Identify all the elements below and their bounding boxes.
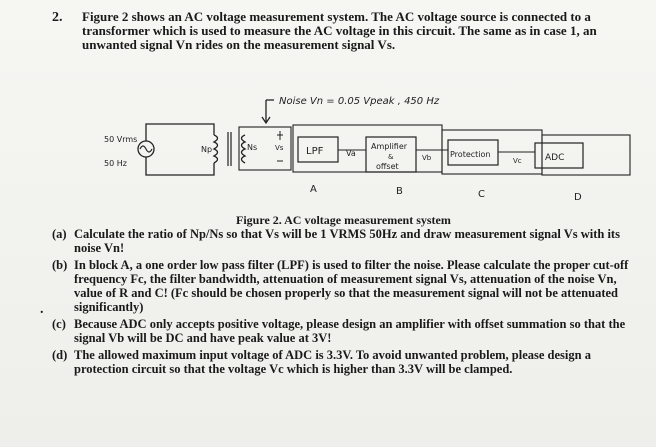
source-voltage: 50 Vrms [104, 135, 137, 144]
ns-label: Ns [247, 143, 257, 152]
noise-arrow [261, 100, 271, 125]
part-a-label: (a) [52, 227, 67, 241]
part-c: (c) Because ADC only accepts positive vo… [52, 317, 637, 345]
part-d: (d) The allowed maximum input voltage of… [52, 348, 637, 376]
bullet-mark: . [40, 302, 44, 317]
part-d-text: The allowed maximum input voltage of ADC… [74, 348, 591, 376]
figure-2-diagram: Noise Vn = 0.05 Vpeak , 450 Hz 50 Vrms 5… [104, 96, 631, 203]
vb-label: Vb [422, 154, 432, 162]
vc-label: Vc [513, 157, 522, 165]
part-b-label: (b) [52, 258, 68, 272]
part-d-label: (d) [52, 348, 68, 362]
va-label: Va [346, 149, 356, 158]
block-c-label: C [478, 189, 485, 200]
adc-label: ADC [545, 153, 564, 163]
part-b: (b) In block A, a one order low pass fil… [52, 258, 637, 314]
part-b-text: In block A, a one order low pass filter … [74, 258, 629, 314]
amp-label-1: Amplifier [371, 142, 408, 151]
intro-line-3: unwanted signal Vn rides on the measurem… [82, 37, 396, 52]
block-a-label: A [310, 184, 317, 195]
intro-line-2: transformer which is used to measure the… [82, 23, 597, 38]
block-b-label: B [396, 186, 403, 197]
question-intro: Figure 2 shows an AC voltage measurement… [82, 10, 637, 52]
part-c-label: (c) [52, 317, 66, 331]
question-number: 2. [52, 10, 63, 25]
amp-label-3: offset [376, 162, 399, 171]
sine-icon [139, 145, 153, 153]
secondary-coil-icon [240, 134, 247, 164]
question-parts: (a) Calculate the ratio of Np/Ns so that… [52, 227, 637, 379]
part-a: (a) Calculate the ratio of Np/Ns so that… [52, 227, 637, 255]
primary-coil-icon [212, 134, 219, 164]
part-c-text: Because ADC only accepts positive voltag… [74, 317, 626, 345]
amp-label-2: & [388, 153, 394, 161]
figure-caption: Figure 2. AC voltage measurement system [236, 213, 451, 227]
noise-note: Noise Vn = 0.05 Vpeak , 450 Hz [279, 96, 440, 107]
block-d-label: D [574, 192, 582, 203]
lpf-label: LPF [306, 146, 324, 157]
part-a-text: Calculate the ratio of Np/Ns so that Vs … [74, 227, 620, 255]
vs-label: Vs [275, 144, 284, 152]
protection-label: Protection [450, 150, 490, 159]
source-loop [145, 123, 215, 176]
amplifier-block [365, 136, 417, 173]
block-a-box [238, 126, 292, 171]
block-d-box [541, 134, 631, 176]
adc-block [534, 142, 584, 169]
np-label: Np [201, 145, 212, 154]
source-frequency: 50 Hz [104, 159, 127, 168]
intro-line-1: Figure 2 shows an AC voltage measurement… [82, 9, 591, 24]
